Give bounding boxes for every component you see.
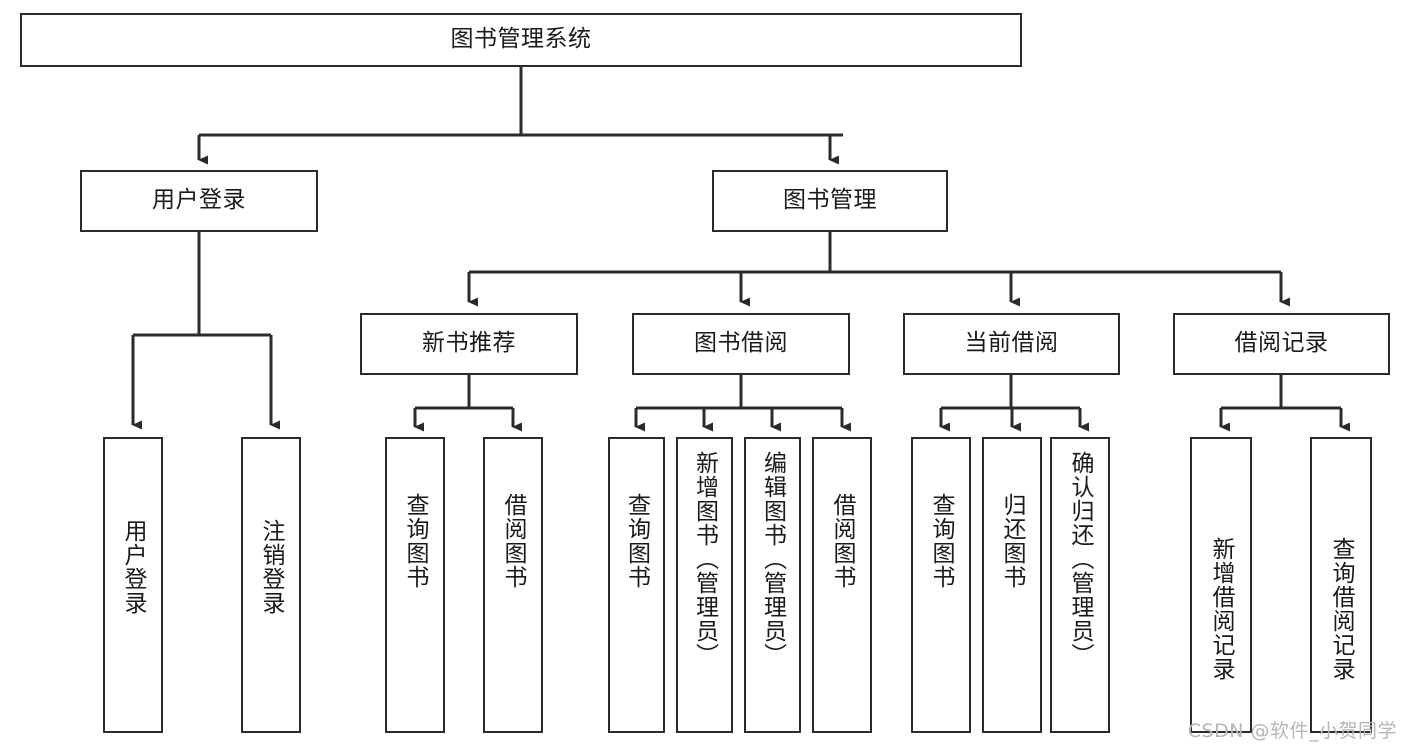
leaf-query-borrow-record-label: 查询借阅记录 xyxy=(1328,537,1355,681)
node-root[interactable]: 图书管理系统 xyxy=(20,13,1022,67)
leaf-edit-book-admin[interactable]: 编辑图书（管理员） xyxy=(744,437,801,733)
node-borrow-records[interactable]: 借阅记录 xyxy=(1173,313,1390,375)
leaf-borrow-book-rec-label: 借阅图书 xyxy=(500,493,527,589)
leaf-query-book-rec-label: 查询图书 xyxy=(402,493,429,589)
leaf-add-borrow-record-label: 新增借阅记录 xyxy=(1208,537,1235,681)
node-book-management[interactable]: 图书管理 xyxy=(712,170,948,232)
leaf-query-book-current-label: 查询图书 xyxy=(928,493,955,589)
leaf-borrow-book-label: 借阅图书 xyxy=(829,493,856,589)
leaf-confirm-return-admin-label: 确认归还（管理员） xyxy=(1067,451,1094,667)
node-borrow-records-label: 借阅记录 xyxy=(1234,330,1329,357)
node-user-login[interactable]: 用户登录 xyxy=(80,170,318,232)
leaf-query-borrow-record[interactable]: 查询借阅记录 xyxy=(1310,437,1372,733)
leaf-query-book-borrow[interactable]: 查询图书 xyxy=(608,437,665,733)
node-current-borrow[interactable]: 当前借阅 xyxy=(903,313,1120,375)
leaf-return-book[interactable]: 归还图书 xyxy=(982,437,1042,733)
node-new-book-recommendation[interactable]: 新书推荐 xyxy=(360,313,578,375)
node-user-login-label: 用户登录 xyxy=(152,187,246,214)
leaf-borrow-book-rec[interactable]: 借阅图书 xyxy=(483,437,543,733)
leaf-user-login[interactable]: 用户登录 xyxy=(103,437,163,733)
node-book-borrow[interactable]: 图书借阅 xyxy=(632,313,850,375)
leaf-query-book-borrow-label: 查询图书 xyxy=(623,493,650,589)
leaf-logout-label: 注销登录 xyxy=(258,519,285,615)
watermark-text: CSDN @软件_小贺同学 xyxy=(1187,720,1397,742)
leaf-add-borrow-record[interactable]: 新增借阅记录 xyxy=(1190,437,1252,733)
node-book-borrow-label: 图书借阅 xyxy=(694,330,788,357)
leaf-user-login-label: 用户登录 xyxy=(120,519,147,615)
leaf-return-book-label: 归还图书 xyxy=(999,493,1026,589)
leaf-query-book-current[interactable]: 查询图书 xyxy=(911,437,971,733)
leaf-add-book-admin-label: 新增图书（管理员） xyxy=(691,451,718,667)
leaf-logout[interactable]: 注销登录 xyxy=(241,437,301,733)
leaf-query-book-rec[interactable]: 查询图书 xyxy=(385,437,445,733)
node-book-management-label: 图书管理 xyxy=(783,187,877,214)
leaf-confirm-return-admin[interactable]: 确认归还（管理员） xyxy=(1050,437,1110,733)
node-new-book-recommendation-label: 新书推荐 xyxy=(422,330,516,357)
node-root-label: 图书管理系统 xyxy=(450,26,592,53)
leaf-edit-book-admin-label: 编辑图书（管理员） xyxy=(759,451,786,667)
node-current-borrow-label: 当前借阅 xyxy=(964,330,1059,357)
leaf-borrow-book[interactable]: 借阅图书 xyxy=(812,437,872,733)
leaf-add-book-admin[interactable]: 新增图书（管理员） xyxy=(676,437,733,733)
